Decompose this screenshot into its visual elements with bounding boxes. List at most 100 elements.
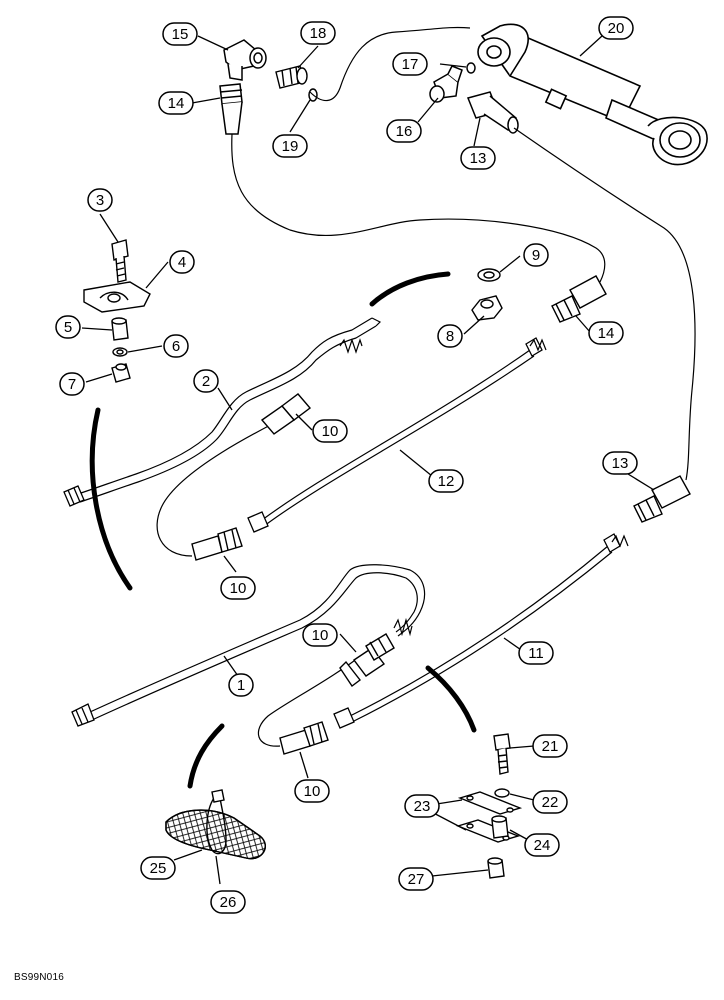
callout-c2: 2 [193,369,219,393]
callout-number: 3 [96,192,104,209]
callout-number: 4 [178,254,186,271]
callout-number: 10 [304,783,321,800]
plate-23 [455,791,523,843]
nut-tube-1 [71,703,95,727]
callout-number: 8 [446,328,454,345]
nut-tube-12 [247,337,543,533]
callout-c6: 6 [163,334,189,358]
callout-bubble [55,315,81,339]
hydraulic-cylinder [477,23,708,166]
callout-c22: 22 [532,790,568,814]
callout-c16: 16 [386,119,422,143]
callout-bubble [272,134,308,158]
callout-number: 7 [68,376,76,393]
callout-bubble [398,867,434,891]
callout-bubble [312,419,348,443]
callout-c10c: 10 [302,623,338,647]
callout-bubble [428,469,464,493]
leader-lines [81,35,655,885]
callout-number: 10 [312,627,329,644]
callout-bubble [162,22,198,46]
callout-bubble [300,21,336,45]
callout-number: 27 [408,871,425,888]
callout-c11: 11 [518,641,554,665]
callout-bubble [437,324,463,348]
callout-c4: 4 [169,250,195,274]
callout-c5: 5 [55,315,81,339]
callout-bubble [59,372,85,396]
callout-c21: 21 [532,734,568,758]
callout-bubble [518,641,554,665]
tube-11 [349,545,613,723]
callout-bubble [220,576,256,600]
connector-10-middle [339,633,395,688]
clip-25 [165,809,266,860]
connector-10-bottom [279,721,329,755]
callout-number: 9 [532,247,540,264]
callout-c14b: 14 [588,321,624,345]
callout-c10a: 10 [312,419,348,443]
callout-number: 25 [150,860,167,877]
callout-c10d: 10 [294,779,330,803]
connector-10-lower-left [191,527,243,561]
callout-number: 1 [237,677,245,694]
tie-26 [206,789,227,855]
callout-number: 14 [168,95,185,112]
callout-bubble [210,890,246,914]
callout-c8: 8 [437,324,463,348]
callout-c19: 19 [272,134,308,158]
hoses [156,26,696,747]
callout-number: 5 [64,319,72,336]
adapter-18 [275,65,308,89]
connector-10-upper [260,393,312,435]
callout-c9: 9 [523,243,549,267]
callout-number: 14 [598,325,615,342]
spring-tube-11 [611,534,629,548]
detail-arcs [89,271,477,789]
callout-number: 18 [310,25,327,42]
callout-bubble [158,91,194,115]
callout-bubble [87,188,113,212]
bolt-21 [493,733,511,775]
callout-number: 13 [612,455,629,472]
callout-bubble [294,779,330,803]
callout-c7: 7 [59,372,85,396]
callout-bubble [532,790,568,814]
callout-c3: 3 [87,188,113,212]
spacer-24 [491,815,509,839]
callout-c23: 23 [404,794,440,818]
tube-2 [77,317,382,503]
callout-number: 10 [322,423,339,440]
callout-number: 10 [230,580,247,597]
spring-tube-1 [393,617,413,637]
callout-bubble [404,794,440,818]
bolt-3 [111,239,129,283]
callout-number: 23 [414,798,431,815]
tube-12 [261,349,535,527]
callout-number: 15 [172,26,189,43]
callout-c25: 25 [140,856,176,880]
washer-9 [477,268,501,282]
callout-number: 13 [470,150,487,167]
callout-bubble [460,146,496,170]
callout-labels: 1234567891010101011121313141415161718192… [55,16,638,914]
callout-c20: 20 [598,16,634,40]
connector-13-right [633,475,691,523]
callout-c13b: 13 [602,451,638,475]
spacer-5 [111,317,129,341]
callout-number: 20 [608,20,625,37]
o-ring-19 [308,88,318,102]
callout-c12: 12 [428,469,464,493]
callout-c14a: 14 [158,91,194,115]
callout-bubble [598,16,634,40]
callout-bubble [193,369,219,393]
callout-bubble [386,119,422,143]
callout-bubble [602,451,638,475]
callout-c10b: 10 [220,576,256,600]
callout-bubble [532,734,568,758]
callout-bubble [588,321,624,345]
connector-13-top [466,91,519,134]
o-ring-17 [466,62,476,74]
callout-bubble [392,52,428,76]
